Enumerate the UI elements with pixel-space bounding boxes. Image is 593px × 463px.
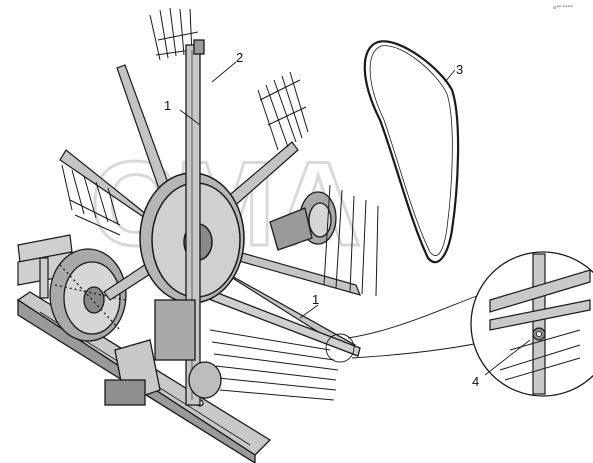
corner-mark: a** ****	[553, 5, 573, 11]
callout-2: 2	[236, 50, 243, 65]
tine-group-bottom	[209, 329, 339, 401]
guide-rod	[205, 289, 361, 357]
callout-1-lower: 1	[312, 292, 319, 307]
detail-view	[470, 251, 593, 397]
callout-1-upper: 1	[164, 98, 171, 113]
left-ground-wheel	[49, 248, 127, 342]
tine-group-right-top	[257, 71, 309, 151]
callout-3: 3	[456, 62, 463, 77]
drive-belt	[363, 40, 460, 264]
callout-4: 4	[472, 374, 479, 389]
callout-leaders	[179, 61, 531, 376]
tine-group-right	[323, 184, 379, 297]
gearbox	[104, 299, 222, 406]
tine-group-left	[61, 164, 121, 236]
frame-crossmember	[17, 234, 73, 299]
